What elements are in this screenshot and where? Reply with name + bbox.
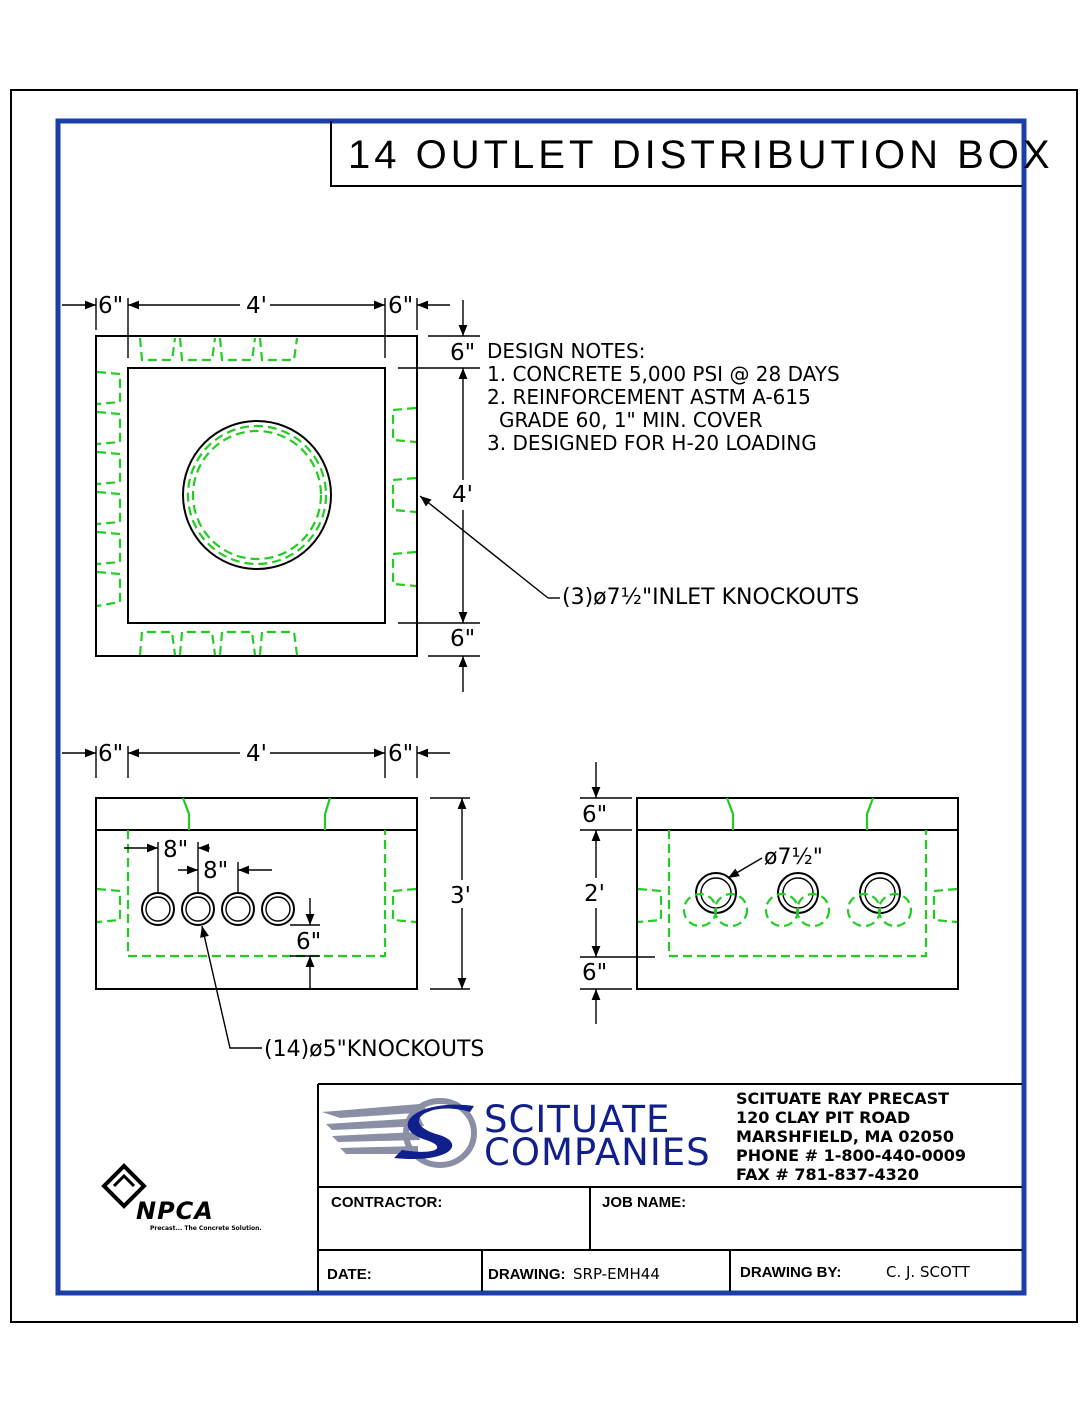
end-inner-wall [667, 830, 928, 958]
blue-border [55, 118, 1027, 1296]
side-height-dim: 3' [430, 797, 471, 990]
title-block: SCITUATE COMPANIES SCITUATE RAY PRECAST … [317, 1083, 1022, 1291]
manhole-opening [182, 420, 332, 570]
side-dim-left: 6" [98, 741, 123, 767]
end-callout-leader [727, 857, 763, 879]
end-dim-mid: 2' [584, 881, 605, 907]
end-outlet-knockouts [682, 892, 913, 928]
plan-dim-left: 6" [98, 293, 123, 319]
knockouts-leader [200, 925, 262, 1049]
drawing-label: DRAWING: [488, 1266, 566, 1283]
side-outer [95, 797, 418, 990]
design-notes: DESIGN NOTES: 1. CONCRETE 5,000 PSI @ 28… [487, 339, 840, 455]
drawing-by-value: C. J. SCOTT [886, 1263, 971, 1281]
plan-outer-wall [95, 335, 418, 657]
address-line-5: FAX # 781-837-4320 [736, 1165, 919, 1184]
side-dim-width: 4' [246, 741, 267, 767]
logo-companies: COMPANIES [484, 1131, 711, 1174]
side-dim-top: 6" 4' 6" [62, 741, 450, 778]
design-note-3: 3. DESIGNED FOR H-20 LOADING [487, 431, 817, 455]
address-line-3: MARSHFIELD, MA 02050 [736, 1127, 954, 1146]
end-inlet-knockouts [695, 872, 901, 914]
side-offset-6: 6" [296, 929, 321, 955]
design-note-2b: GRADE 60, 1" MIN. COVER [499, 408, 763, 432]
plan-dim-height: 4' [452, 482, 473, 508]
plan-view: 6" 4' 6" 6" 4' 6" (3)ø7½"INLET KNOCKOUTS [62, 293, 859, 692]
address-line-1: SCITUATE RAY PRECAST [736, 1089, 949, 1108]
plan-top-knockouts [138, 337, 299, 656]
outer-frame [10, 89, 1078, 1323]
plan-dim-bottom-6: 6" [450, 626, 475, 652]
scituate-logo: SCITUATE COMPANIES [322, 1098, 711, 1174]
plan-dim-right-side: 6" 4' 6" [398, 300, 480, 692]
side-dim-height: 3' [450, 883, 471, 909]
end-dims: 6" 2' 6" [580, 762, 655, 1024]
drawing-by-label: DRAWING BY: [740, 1264, 841, 1281]
side-knockouts [141, 892, 295, 926]
side-offset-dim: 6" [290, 898, 321, 990]
plan-right-knockouts [391, 406, 417, 588]
job-name-label: JOB NAME: [602, 1194, 686, 1211]
side-dim-right: 6" [388, 741, 413, 767]
address-line-2: 120 CLAY PIT ROAD [736, 1108, 910, 1127]
end-dim-top: 6" [582, 802, 607, 828]
side-spacing-1: 8" [163, 837, 188, 863]
plan-dim-width: 4' [246, 293, 267, 319]
title-box: 14 OUTLET DISTRIBUTION BOX [330, 121, 1054, 187]
design-note-2: 2. REINFORCEMENT ASTM A-615 [487, 385, 811, 409]
npca-tagline: Precast... The Concrete Solution. [150, 1225, 262, 1232]
inlet-leader [419, 495, 549, 599]
address-line-4: PHONE # 1-800-440-0009 [736, 1146, 966, 1165]
knockouts-callout: (14)ø5"KNOCKOUTS [264, 1037, 484, 1062]
design-notes-heading: DESIGN NOTES: [487, 339, 645, 363]
end-outer [636, 797, 959, 990]
end-dim-bottom: 6" [582, 960, 607, 986]
design-note-1: 1. CONCRETE 5,000 PSI @ 28 DAYS [487, 362, 840, 386]
side-view: 6" 4' 6" 8" 8" 6" [62, 741, 484, 1062]
plan-inner-wall [127, 367, 386, 624]
date-label: DATE: [327, 1266, 372, 1283]
npca-text: NPCA [136, 1197, 214, 1225]
plan-dim-right: 6" [388, 293, 413, 319]
plan-dim-top-6: 6" [450, 340, 475, 366]
inlet-knockouts-callout: (3)ø7½"INLET KNOCKOUTS [562, 585, 859, 610]
end-callout: ø7½" [764, 845, 823, 870]
end-view: 6" 2' 6" ø7½" [580, 762, 959, 1024]
contractor-label: CONTRACTOR: [331, 1194, 442, 1211]
plan-left-knockouts [96, 370, 122, 608]
company-address: SCITUATE RAY PRECAST 120 CLAY PIT ROAD M… [736, 1089, 966, 1184]
side-inner-wall [126, 830, 387, 958]
side-spacing-2: 8" [203, 858, 228, 884]
opening-reinforcement [186, 424, 328, 566]
plan-dim-top: 6" 4' 6" [62, 293, 450, 358]
drawing-title: 14 OUTLET DISTRIBUTION BOX [348, 133, 1054, 177]
side-spacing-dims: 8" 8" [124, 837, 272, 892]
logo-scituate: SCITUATE [484, 1098, 670, 1141]
drawing-value: SRP-EMH44 [573, 1265, 660, 1283]
npca-logo: NPCA Precast... The Concrete Solution. [101, 1163, 262, 1232]
